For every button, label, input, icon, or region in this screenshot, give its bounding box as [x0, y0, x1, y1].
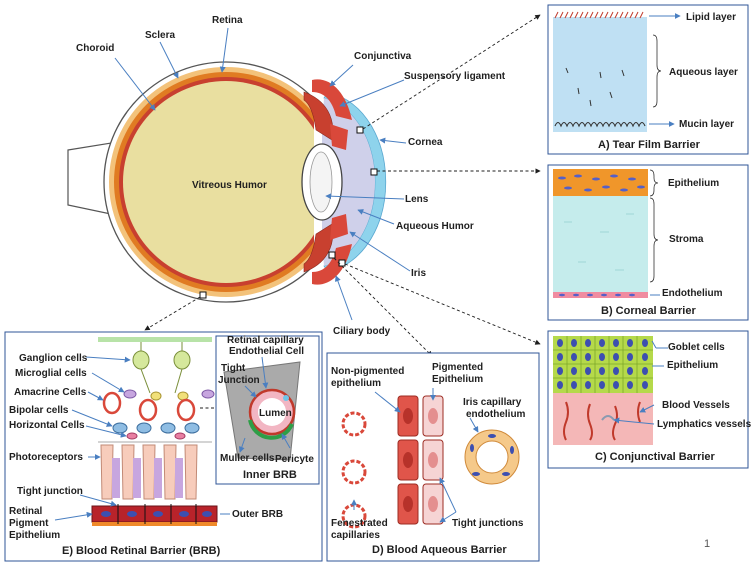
label-microglial-cells: Microglial cells: [15, 368, 87, 379]
label-non-pigmented-2: epithelium: [331, 378, 381, 389]
label-muller-cells: Muller cells: [220, 453, 275, 464]
ciliary-body-top: [303, 91, 334, 141]
pigmented-cells: [422, 395, 444, 525]
caption-tear-film: A) Tear Film Barrier: [598, 139, 701, 151]
label-fenestrated-2: capillaries: [331, 530, 380, 541]
label-amacrine-cells: Amacrine Cells: [14, 387, 87, 398]
caption-corneal: B) Corneal Barrier: [601, 305, 696, 317]
label-endothelium: Endothelium: [662, 288, 723, 299]
panel-tear-film: Lipid layer Aqueous layer Mucin layer A)…: [547, 4, 749, 155]
label-conjunctival-epithelium: Epithelium: [667, 360, 718, 371]
label-bipolar-cells: Bipolar cells: [9, 405, 69, 416]
eye-cross-section: [67, 61, 387, 303]
label-choroid: Choroid: [76, 43, 114, 54]
label-horizontal-cells: Horizontal Cells: [9, 420, 85, 431]
retinal-capillaries: [102, 391, 196, 422]
label-conjunctiva: Conjunctiva: [354, 51, 412, 62]
retinal-pigment-epithelium: [91, 504, 218, 526]
panel-conjunctival: Goblet cells Epithelium Blood Vessels Ly…: [547, 330, 752, 469]
label-iris-capillary-2: endothelium: [466, 409, 526, 420]
label-rpe-1: Retinal: [9, 506, 43, 517]
panel-corneal: Epithelium Stroma Endothelium B) Corneal…: [547, 164, 749, 321]
label-tight-junctions: Tight junctions: [452, 518, 524, 529]
label-tight-junction: Tight junction: [17, 486, 83, 497]
conjunctiva-shape: [312, 79, 352, 120]
zoom-leaders: [144, 14, 541, 357]
label-aqueous-humor: Aqueous Humor: [396, 221, 474, 232]
label-photoreceptors: Photoreceptors: [9, 452, 83, 463]
caption-blood-retinal: E) Blood Retinal Barrier (BRB): [62, 545, 221, 557]
label-rpe-3: Epithelium: [9, 530, 60, 541]
label-non-pigmented-1: Non-pigmented: [331, 366, 404, 377]
photoreceptors: [100, 444, 198, 500]
label-lymphatics-vessels: Lymphatics vessels: [657, 419, 752, 430]
label-iris-capillary-1: Iris capillary: [463, 397, 522, 408]
panel-blood-retinal: Ganglion cells Microglial cells Amacrine…: [4, 331, 323, 562]
label-pigmented-2: Epithelium: [432, 374, 483, 385]
label-fenestrated-1: Fenestrated: [331, 518, 388, 529]
label-ciliary-body: Ciliary body: [333, 326, 391, 337]
vitreous-body: [123, 81, 329, 283]
label-lens: Lens: [405, 194, 429, 205]
iris-capillary: [464, 429, 520, 485]
non-pigmented-cells: [397, 395, 419, 525]
label-ganglion-cells: Ganglion cells: [19, 353, 88, 364]
label-pigmented-1: Pigmented: [432, 362, 483, 373]
label-lipid-layer: Lipid layer: [686, 12, 736, 23]
label-tight-junction-2: Junction: [218, 375, 260, 386]
caption-blood-aqueous: D) Blood Aqueous Barrier: [372, 544, 507, 556]
label-retinal-capillary-2: Endothelial Cell: [229, 346, 304, 357]
label-retina: Retina: [212, 15, 243, 26]
label-corneal-epithelium: Epithelium: [668, 178, 719, 189]
iris-top: [330, 124, 348, 150]
bipolar-cells: [112, 422, 200, 434]
label-suspensory-ligament: Suspensory ligament: [404, 71, 506, 82]
label-inner-brb: Inner BRB: [243, 469, 297, 481]
label-stroma: Stroma: [669, 234, 704, 245]
ganglion-cells: [132, 342, 191, 394]
label-cornea: Cornea: [408, 137, 443, 148]
fenestrated-capillaries: [341, 411, 367, 529]
page-number: 1: [704, 538, 710, 550]
label-retinal-capillary-1: Retinal capillary: [227, 335, 304, 346]
caption-conjunctival: C) Conjunctival Barrier: [595, 451, 716, 463]
inner-brb-inset: [200, 335, 320, 485]
label-iris: Iris: [411, 268, 426, 279]
panel-blood-aqueous: Non-pigmented epithelium Pigmented Epith…: [326, 352, 540, 562]
label-lumen: Lumen: [259, 408, 292, 419]
label-vitreous-humor: Vitreous Humor: [192, 180, 267, 191]
label-blood-vessels: Blood Vessels: [662, 400, 730, 411]
label-mucin-layer: Mucin layer: [679, 119, 734, 130]
label-tight-junction-1: Tight: [221, 363, 246, 374]
eye-labels: Choroid Sclera Retina Conjunctiva Suspen…: [76, 15, 506, 337]
label-sclera: Sclera: [145, 30, 175, 41]
label-goblet-cells: Goblet cells: [668, 342, 725, 353]
iris-bottom: [330, 214, 348, 240]
label-outer-brb: Outer BRB: [232, 509, 283, 520]
label-rpe-2: Pigment: [9, 518, 49, 529]
label-pericyte: Pericyte: [275, 454, 314, 465]
ciliary-body-bottom: [303, 223, 334, 273]
label-aqueous-layer: Aqueous layer: [669, 67, 738, 78]
